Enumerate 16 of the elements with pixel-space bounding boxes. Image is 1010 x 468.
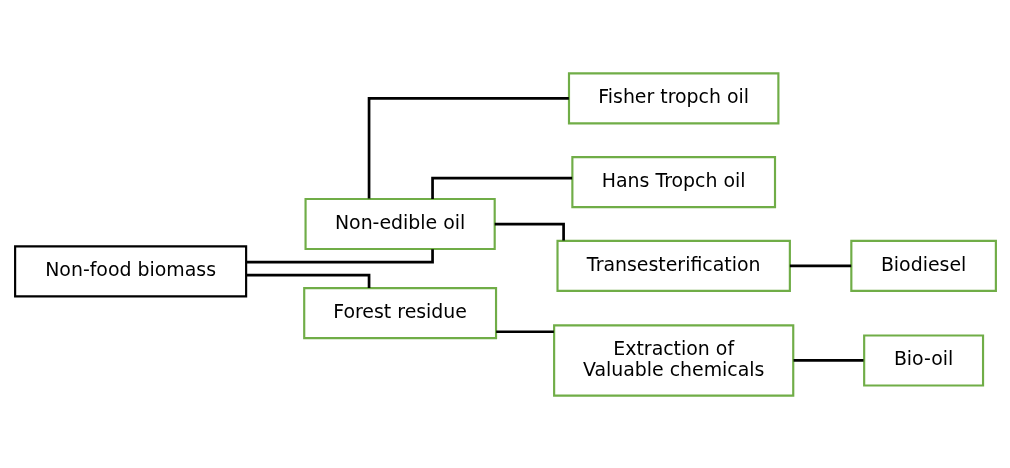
connector — [245, 273, 370, 288]
connector — [793, 358, 863, 362]
node-box: Fisher tropch oil — [567, 71, 779, 124]
node-box: Extraction of Valuable chemicals — [552, 323, 794, 397]
node-box: Transesterification — [555, 239, 791, 292]
node-box: Non-edible oil — [304, 197, 496, 250]
connector — [367, 96, 569, 199]
connector — [246, 248, 434, 263]
connector — [789, 264, 851, 267]
node-box: Non-food biomass — [13, 244, 247, 297]
connector — [495, 329, 554, 333]
connector — [430, 176, 572, 199]
node-box: Hans Tropch oil — [570, 155, 776, 208]
node-box: Bio-oil — [862, 333, 984, 387]
node-box: Biodiesel — [849, 239, 997, 292]
node-box: Forest residue — [302, 286, 497, 339]
